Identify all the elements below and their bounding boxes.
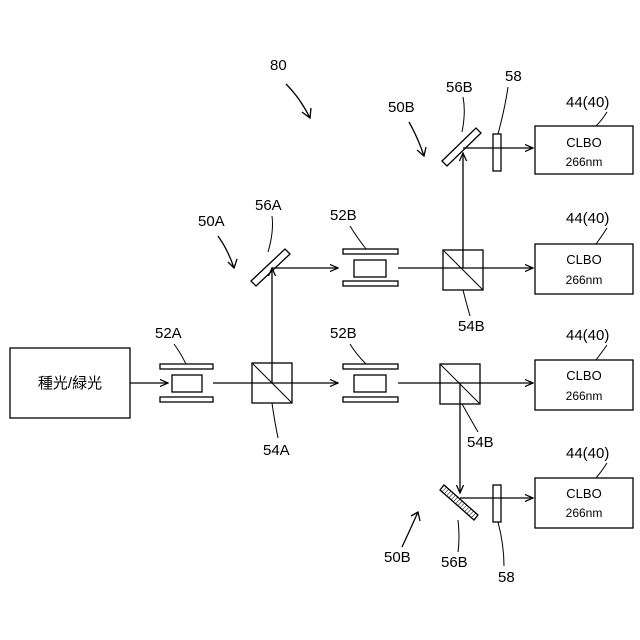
label-50B-top: 50B (388, 99, 415, 116)
crystal-1-ref: 44(40) (566, 94, 609, 111)
crystal-4-leader (596, 463, 607, 478)
waveplate-58-top (493, 134, 501, 171)
label-54B-top: 54B (458, 318, 485, 335)
crystal-4-wavelength: 266nm (566, 506, 603, 520)
crystal-box-1: CLBO 266nm (535, 126, 633, 174)
crystal-4-name: CLBO (566, 486, 601, 501)
waveplate-58-bot (493, 485, 501, 522)
crystal-2-name: CLBO (566, 252, 601, 267)
mirror-56B-top (442, 128, 481, 166)
figure-ref-arrow (286, 84, 310, 118)
leader-58-top (498, 87, 508, 134)
leader-56A (268, 216, 273, 252)
leader-56B-top (462, 97, 464, 132)
arrow-50B-top (409, 122, 424, 156)
crystal-2-ref: 44(40) (566, 210, 609, 227)
crystal-3-ref: 44(40) (566, 327, 609, 344)
leader-52B-top (350, 226, 366, 249)
crystal-1-wavelength: 266nm (566, 155, 603, 169)
crystal-3-name: CLBO (566, 368, 601, 383)
leader-52A (174, 344, 186, 364)
label-54B-mid: 54B (467, 434, 494, 451)
crystal-2-wavelength: 266nm (566, 273, 603, 287)
crystal-box-2: CLBO 266nm (535, 244, 633, 294)
arrow-50B-bot (402, 512, 418, 547)
leader-52B-mid (350, 344, 366, 364)
label-52B-top: 52B (330, 207, 357, 224)
leader-54B-top (463, 290, 470, 316)
label-52B-mid: 52B (330, 325, 357, 342)
mirror-56B-bot (440, 485, 478, 520)
crystal-3-leader (596, 345, 607, 360)
crystal-1-leader (596, 112, 607, 126)
crystal-3-wavelength: 266nm (566, 389, 603, 403)
leader-56B-bot (458, 520, 459, 552)
lens-52B-top (343, 249, 398, 286)
crystal-1-name: CLBO (566, 135, 601, 150)
label-56A: 56A (255, 197, 282, 214)
label-50A: 50A (198, 213, 225, 230)
leader-54B-mid (462, 404, 478, 432)
crystal-2-leader (596, 228, 607, 244)
label-56B-bot: 56B (441, 554, 468, 571)
crystal-4-ref: 44(40) (566, 445, 609, 462)
source-label: 種光/緑光 (38, 375, 102, 392)
label-58-bot: 58 (498, 569, 515, 586)
lens-52B-mid (343, 364, 398, 402)
leader-58-bot (498, 522, 504, 566)
label-58-top: 58 (505, 68, 522, 85)
arrow-50A (218, 236, 234, 268)
crystal-box-4: CLBO 266nm (535, 478, 633, 528)
crystal-box-3: CLBO 266nm (535, 360, 633, 410)
label-54A: 54A (263, 442, 290, 459)
label-52A: 52A (155, 325, 182, 342)
figure-ref-arrowhead (302, 108, 311, 118)
label-50B-bot: 50B (384, 549, 411, 566)
leader-54A (272, 403, 278, 438)
figure-ref-label: 80 (270, 57, 287, 74)
label-56B-top: 56B (446, 79, 473, 96)
